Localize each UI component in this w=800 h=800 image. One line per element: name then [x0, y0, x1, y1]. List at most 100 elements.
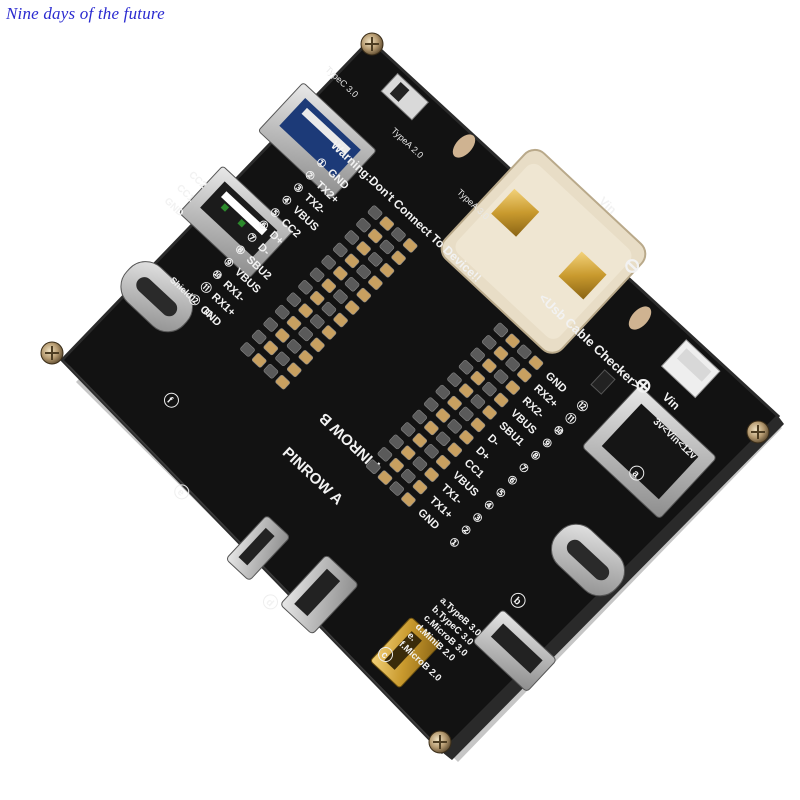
test-pad-icon	[447, 372, 462, 387]
pinrow-a-pad-row	[481, 335, 532, 383]
pinrow-a-pad-row	[424, 397, 474, 445]
test-pad-icon	[309, 290, 325, 306]
test-pad-icon	[286, 362, 302, 377]
test-pad-icon	[389, 481, 404, 496]
pinrow-a-pad-row	[377, 447, 428, 495]
port-letter: d	[264, 597, 276, 609]
test-pad-icon	[286, 292, 302, 307]
test-pad-icon	[344, 300, 360, 315]
screw-top-icon	[360, 32, 384, 56]
corner-screws	[40, 32, 770, 754]
pinrow-a-pad-row	[435, 384, 486, 433]
port-letter-circle-icon	[262, 594, 278, 610]
test-pad-icon	[298, 280, 313, 295]
test-pad-icon	[298, 350, 314, 365]
screw-bottom-icon	[428, 730, 452, 754]
port-letter: a	[630, 468, 642, 480]
pinrow-a-pad-row	[447, 372, 497, 420]
test-pad-icon	[447, 419, 462, 434]
test-pad-icon	[412, 433, 428, 448]
vin-slide-switch	[380, 72, 429, 121]
test-pad-icon	[333, 312, 348, 328]
test-pad-icon	[517, 367, 532, 383]
test-pad-icon	[366, 459, 381, 474]
test-pad-icon	[391, 250, 406, 266]
test-pad-icon	[493, 346, 509, 361]
test-pad-icon	[344, 253, 360, 269]
pinrow-b-pad-row	[344, 230, 395, 278]
resistor-pads	[452, 134, 652, 395]
test-pad-icon	[240, 342, 255, 357]
test-pad-icon	[470, 370, 486, 386]
test-pad-icon	[400, 445, 416, 461]
test-pad-icon	[333, 242, 348, 258]
test-pad-icon	[356, 287, 372, 303]
test-pad-icon	[321, 325, 337, 340]
microb-30-port	[473, 610, 556, 691]
test-pad-icon	[367, 228, 383, 244]
test-pad-icon	[275, 328, 290, 343]
test-pad-icon	[275, 351, 290, 367]
test-pad-icon	[367, 205, 383, 220]
port-letter: c	[379, 650, 391, 662]
test-pad-icon	[435, 408, 451, 423]
pinrow-b-pad-row	[356, 217, 406, 266]
test-pad-icon	[458, 360, 474, 375]
test-pad-icon	[298, 326, 313, 342]
pinrow-b-pad-row	[240, 342, 290, 390]
port-letter-circle-icon	[174, 484, 190, 500]
test-pad-icon	[286, 315, 302, 331]
test-pad-icon	[424, 420, 439, 436]
test-pad-icon	[459, 406, 474, 422]
test-pad-icon	[321, 255, 336, 270]
test-pad-icon	[435, 431, 451, 447]
test-pad-icon	[401, 468, 416, 484]
typec-30-port	[120, 261, 194, 333]
test-pad-icon	[528, 355, 544, 370]
test-pad-icon	[377, 470, 393, 485]
pinrow-b-pad-row	[298, 280, 348, 328]
port-letter: f	[165, 395, 175, 406]
test-pad-icon	[263, 317, 278, 332]
typec-port-b	[550, 523, 626, 597]
screw-left-icon	[40, 341, 64, 365]
port-letter-circle-icon	[163, 392, 179, 408]
pinrow-b-pad-row	[251, 329, 302, 377]
test-pad-icon	[298, 303, 313, 318]
test-pad-icon	[505, 357, 520, 372]
typea-30-port	[258, 83, 376, 199]
test-pad-icon	[321, 278, 337, 293]
test-pad-icon	[458, 383, 474, 398]
test-pad-icon	[402, 238, 418, 253]
test-pad-icon	[401, 492, 416, 507]
test-pad-icon	[389, 434, 404, 450]
test-pad-icon	[481, 335, 497, 350]
test-pad-icon	[412, 456, 428, 471]
test-pad-icon	[344, 276, 360, 292]
test-pad-icon	[424, 467, 439, 482]
minib-port	[281, 555, 358, 634]
test-pad-icon	[356, 241, 371, 256]
test-pad-icon	[400, 422, 416, 437]
test-pad-icon	[310, 337, 325, 353]
pinrow-a-pad-row	[458, 360, 509, 408]
test-pad-icon	[470, 417, 486, 433]
pinrow-a-pad-row	[493, 322, 544, 370]
pinrow-b-pad-row	[333, 242, 383, 290]
test-pad-icon	[251, 329, 267, 345]
test-pad-icon	[470, 347, 485, 363]
coin-cell-holder	[440, 148, 647, 354]
test-pad-icon	[424, 444, 439, 459]
test-pad-icon	[379, 263, 395, 278]
test-pad-icon	[310, 314, 325, 329]
test-pad-icon	[447, 442, 463, 457]
test-pad-icon	[505, 380, 521, 395]
port-letter-circle-icon	[510, 592, 526, 608]
test-pad-icon	[412, 479, 428, 495]
test-pad-icon	[286, 339, 302, 354]
pinrow-b-pad-row	[309, 267, 360, 315]
typea-20-port	[179, 166, 293, 278]
test-pad-icon	[344, 230, 360, 245]
watermark-text: Nine days of the future	[6, 4, 165, 23]
